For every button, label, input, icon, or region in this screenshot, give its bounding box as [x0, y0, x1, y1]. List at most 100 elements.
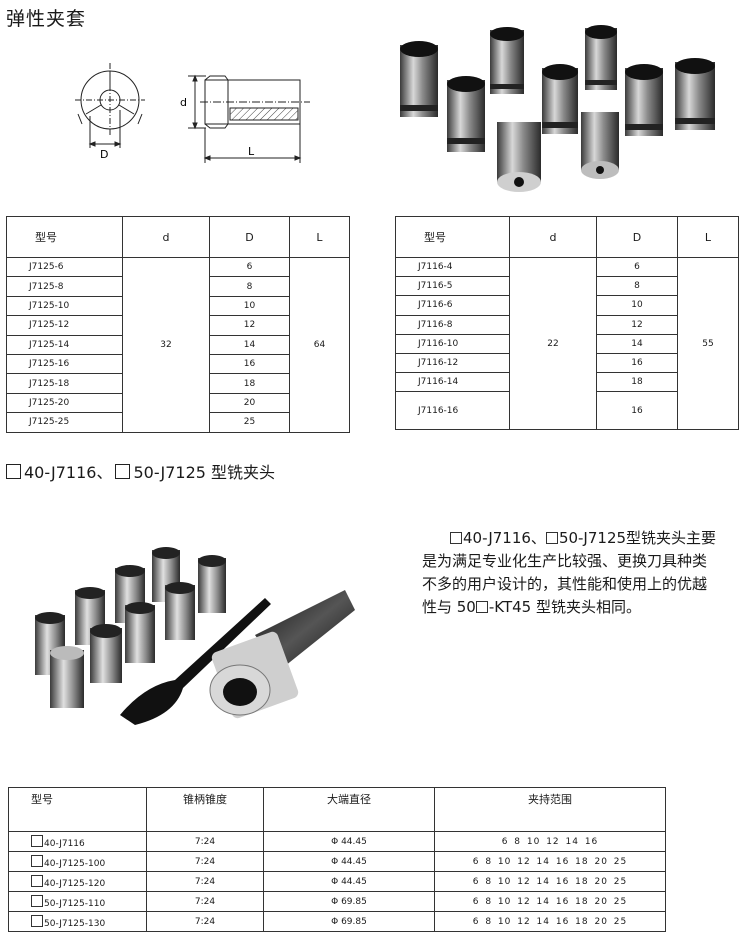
collet-side-view [188, 74, 310, 163]
cell-model: 40-J7125-120 [8, 871, 147, 892]
header-taper: 锥柄锥度 [146, 787, 264, 832]
cell-range: 6 8 10 12 14 16 18 20 25 [434, 891, 666, 912]
cell-model: J7125-20 [6, 392, 123, 414]
collet-group [400, 25, 715, 192]
description-paragraph: 40-J7116、 50-J7125型铣夹头主要 是为满足专业化生产比较强、更换刀… [422, 527, 742, 619]
cell-L: 55 [677, 256, 739, 431]
cell-range: 6 8 10 12 14 16 [434, 831, 666, 852]
cell-D: 12 [209, 315, 290, 336]
cell-d: 32 [122, 257, 210, 433]
cell-model: J7125-8 [6, 276, 123, 297]
cell-diameter: Φ 44.45 [263, 851, 435, 872]
cell-d: 22 [509, 256, 597, 431]
cell-D: 10 [596, 295, 678, 316]
table-row: J7116-6 10 [395, 295, 739, 316]
cell-model: J7116-6 [395, 295, 510, 316]
blank-box [31, 894, 43, 907]
cell-D: 14 [596, 333, 678, 354]
cell-model-text: 40-J7125-120 [44, 878, 106, 889]
table-row: J7125-10 10 [6, 295, 350, 317]
page-title: 弹性夹套 [6, 8, 87, 30]
cell-model-text: 40-J7116 [44, 838, 85, 849]
header-model: 型号 [8, 787, 147, 832]
header-model: 型号 [395, 216, 510, 258]
para-line1b: 50-J7125型铣夹头主要 [558, 529, 717, 547]
collet-technical-drawing: D d L [75, 63, 310, 163]
blank-box [6, 463, 21, 479]
cell-taper: 7:24 [146, 891, 264, 912]
para-line2: 是为满足专业化生产比较强、更换刀具种类 [422, 552, 708, 570]
cell-taper: 7:24 [146, 911, 264, 932]
cell-D: 16 [596, 352, 678, 374]
cell-taper: 7:24 [146, 871, 264, 892]
section-heading-part2: 50-J7125 型铣夹头 [133, 463, 276, 482]
blank-box [450, 532, 462, 544]
collet-end-view [75, 63, 145, 148]
header-range: 夹持范围 [434, 787, 666, 832]
cell-model: 40-J7116 [8, 831, 147, 852]
label-d: d [180, 96, 187, 109]
cell-D: 8 [209, 276, 290, 297]
blank-box [115, 463, 131, 479]
para-line1a: 40-J7116、 [463, 529, 546, 547]
cell-range: 6 8 10 12 14 16 18 20 25 [434, 851, 666, 872]
blank-box [31, 834, 43, 847]
spanner-wrench [120, 598, 271, 725]
header-D: D [596, 216, 678, 258]
section-heading-milling-chuck: 40-J7116、 50-J7125 型铣夹头 [6, 459, 275, 483]
cell-D: 12 [596, 314, 678, 335]
cell-model-text: 40-J7125-100 [44, 858, 106, 869]
cell-diameter: Φ 44.45 [263, 871, 435, 892]
para-line4b: -KT45 型铣夹头相同。 [488, 598, 641, 616]
cell-model: J7125-6 [6, 256, 123, 278]
header-diameter: 大端直径 [263, 787, 435, 832]
cell-model: J7125-16 [6, 353, 123, 375]
cell-diameter: Φ 44.45 [263, 831, 435, 852]
cell-L: 64 [289, 257, 350, 433]
cell-model: J7116-16 [395, 391, 510, 431]
cell-model-text: 50-J7125-110 [44, 898, 106, 909]
header-L: L [677, 216, 739, 258]
cell-model: J7125-18 [6, 373, 123, 394]
cell-model: J7125-25 [6, 412, 123, 433]
cell-model: J7125-14 [6, 334, 123, 355]
table-row: J7116-8 12 [395, 314, 739, 335]
cell-D: 6 [596, 256, 678, 278]
blank-box [31, 854, 43, 867]
cell-D: 6 [209, 256, 290, 278]
label-L: L [248, 145, 255, 158]
cell-model: J7116-14 [395, 372, 510, 393]
header-D: D [209, 216, 290, 258]
para-line4a: 性与 50 [422, 598, 476, 616]
cell-D: 10 [209, 295, 290, 317]
blank-box [31, 874, 43, 887]
header-model: 型号 [6, 216, 123, 258]
header-d: d [509, 216, 597, 258]
cell-D: 20 [209, 392, 290, 414]
cell-range: 6 8 10 12 14 16 18 20 25 [434, 871, 666, 892]
cell-model: J7116-5 [395, 276, 510, 297]
cell-diameter: Φ 69.85 [263, 911, 435, 932]
cell-model: J7125-10 [6, 295, 123, 317]
section-heading-part1: 40-J7116、 [24, 463, 113, 482]
chuck-holder [209, 590, 355, 719]
cell-model: J7116-8 [395, 314, 510, 335]
label-D: D [100, 148, 108, 161]
cell-model: J7125-12 [6, 315, 123, 336]
cell-D: 18 [209, 373, 290, 394]
header-L: L [289, 216, 350, 258]
blank-box [31, 914, 43, 927]
cell-taper: 7:24 [146, 851, 264, 872]
cell-D: 25 [209, 412, 290, 433]
